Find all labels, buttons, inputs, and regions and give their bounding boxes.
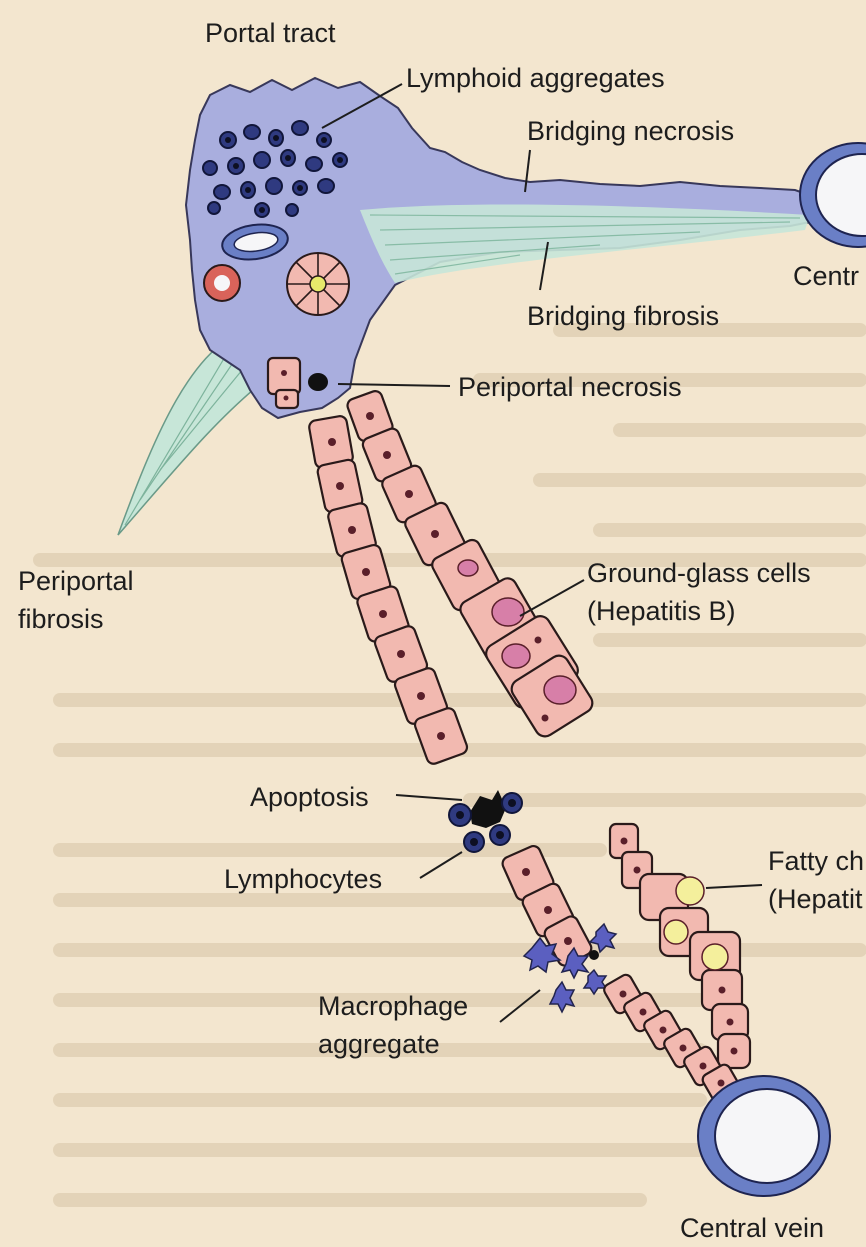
label-macrophage-line2: aggregate [318,1029,440,1059]
macrophage-debris [589,950,599,960]
label-apoptosis: Apoptosis [250,782,369,812]
central-vein-top [800,143,866,247]
label-central-vein-top: Centr [793,261,859,291]
label-periportal-fibrosis-line1: Periportal [18,566,134,596]
label-lymphoid-aggregates: Lymphoid aggregates [406,63,665,93]
label-portal-tract: Portal tract [205,18,336,48]
label-central-vein-bottom: Central vein [680,1213,824,1243]
label-ground-glass-line1: Ground-glass cells [587,558,811,588]
label-fatty-change-line1: Fatty ch [768,846,864,876]
hepatic-artery [204,265,240,301]
label-fatty-change-line2: (Hepatit [768,884,863,914]
label-periportal-necrosis: Periportal necrosis [458,372,682,402]
label-bridging-necrosis: Bridging necrosis [527,116,734,146]
label-ground-glass-line2: (Hepatitis B) [587,596,736,626]
label-macrophage-line1: Macrophage [318,991,468,1021]
label-periportal-fibrosis-line2: fibrosis [18,604,104,634]
central-vein-bottom [698,1076,830,1196]
label-bridging-fibrosis: Bridging fibrosis [527,301,719,331]
label-lymphocytes: Lymphocytes [224,864,382,894]
bile-duct [287,253,349,315]
